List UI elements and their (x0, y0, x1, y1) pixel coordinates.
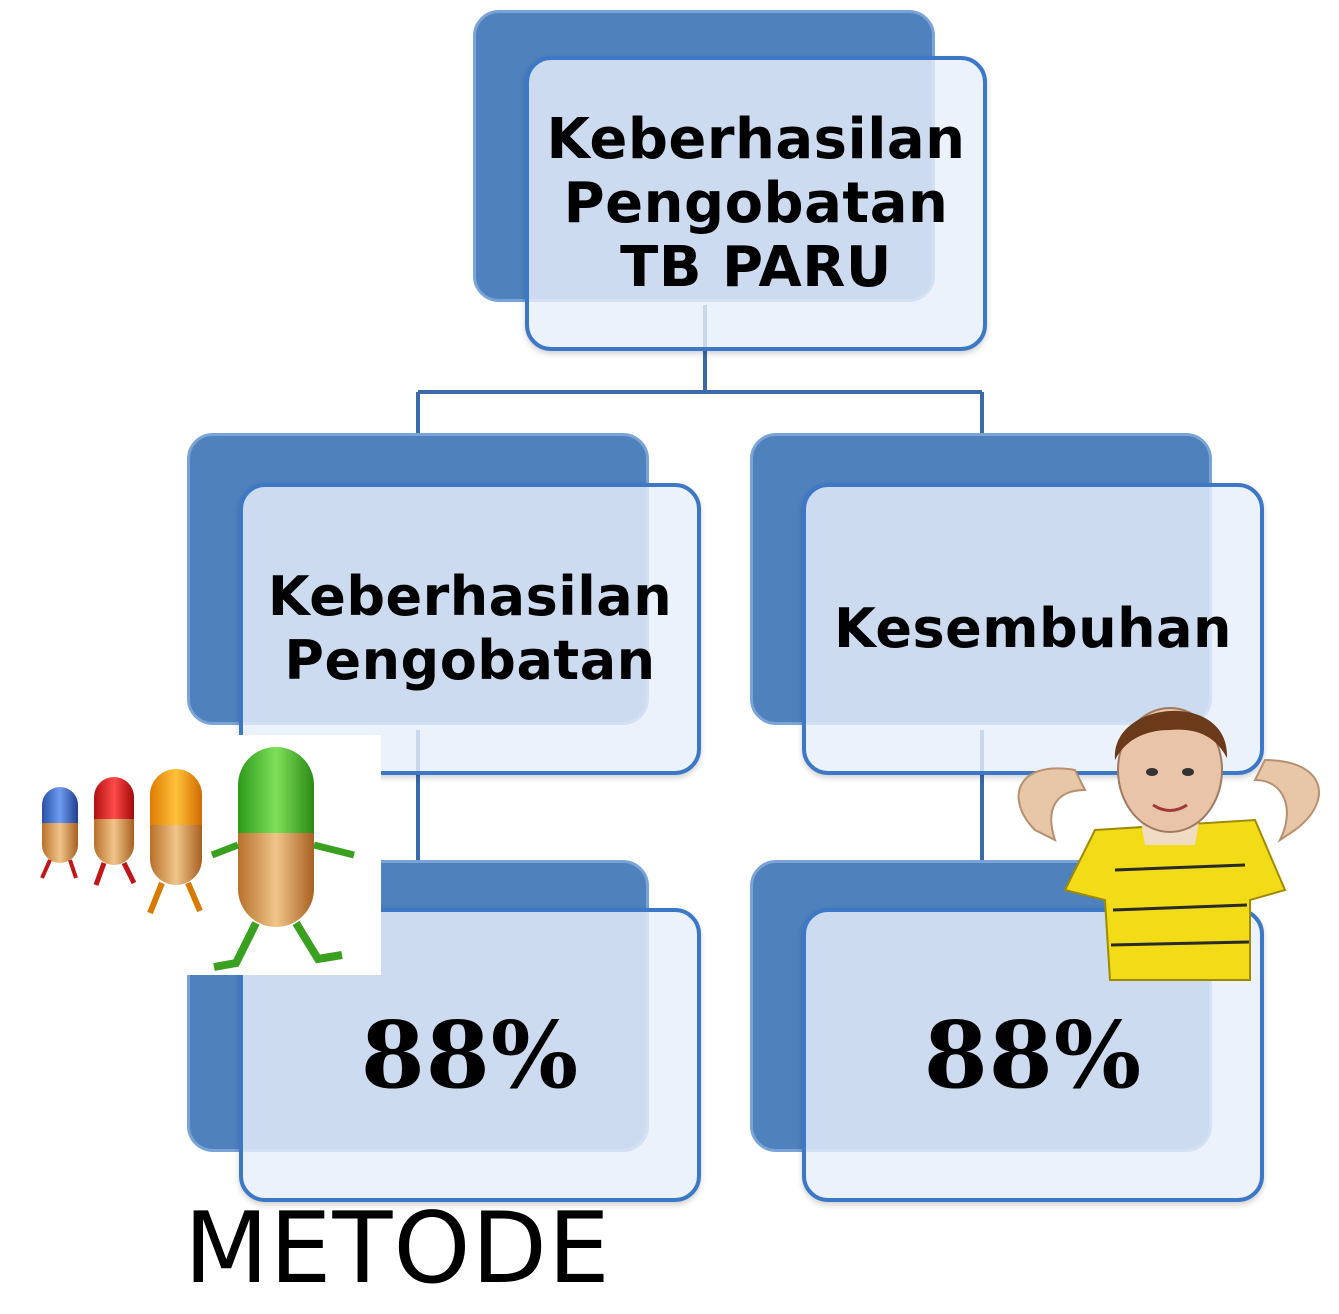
left-child-line-1: Keberhasilan (267, 565, 673, 628)
right-child-label: Kesembuhan (834, 597, 1232, 661)
left-value-percent: 88% (360, 1001, 580, 1109)
root-node-front: Keberhasilan Pengobatan TB PARU (525, 56, 987, 351)
left-child-line-2: Pengobatan (284, 629, 656, 692)
left-child-label: Keberhasilan Pengobatan (268, 565, 672, 693)
pills-icon (40, 747, 355, 971)
root-line-3: TB PARU (620, 234, 892, 300)
left-child-node: Keberhasilan Pengobatan (187, 433, 703, 778)
left-child-front: Keberhasilan Pengobatan (239, 483, 701, 775)
boy-flexing-icon (1017, 707, 1320, 981)
root-node: Keberhasilan Pengobatan TB PARU (473, 10, 989, 355)
root-node-label: Keberhasilan Pengobatan TB PARU (546, 106, 966, 300)
boy-illustration (995, 680, 1339, 990)
root-line-1: Keberhasilan (546, 106, 966, 172)
pills-illustration (28, 735, 381, 975)
right-value-percent: 88% (923, 1001, 1143, 1109)
metode-title: METODE (184, 1192, 611, 1306)
right-child-line-1: Kesembuhan (834, 597, 1232, 660)
root-line-2: Pengobatan (563, 170, 949, 236)
